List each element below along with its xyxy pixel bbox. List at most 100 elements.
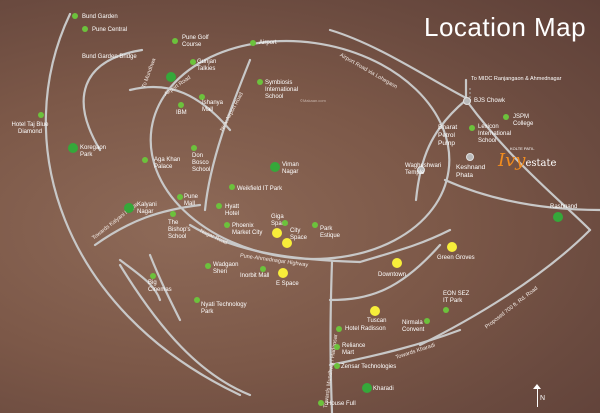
label-hotel-radisson: Hotel Radisson [345,326,386,332]
label-ishanya-mall: Ishanya Mall [202,100,224,113]
marker-jspm [503,114,509,120]
label-wagheshwar: Wagheshwari Temple [405,163,442,176]
label-ibm: IBM [176,110,187,116]
label-house-full: House Full [327,401,356,407]
label-airport: Airport [259,40,277,46]
marker-gunjan-talkies [190,59,196,65]
brand-ivy: Ivy [498,150,526,171]
label-park-estique: Park Estique [320,226,341,239]
marker-lexicon [469,125,475,131]
label-e-space: E Space [276,281,299,287]
marker-bund-garden [72,13,78,19]
marker-aga-khan [142,157,148,163]
marker-pune-central [82,26,88,32]
label-bharat-petrol: Bharat Petrol Pump [438,124,458,147]
marker-keshnand [466,153,474,161]
north-label: N [540,395,546,402]
towards-kharadi-road [328,328,462,367]
label-pune-central: Pune Central [92,27,128,33]
marker-house-full [318,400,324,406]
marker-wagheshwar [417,166,425,174]
label-jspm: JSPM College [513,114,534,127]
proposed-road [418,228,592,347]
label-green-groves: Green Groves [437,255,475,261]
label-inorbit: Inorbit Mall [240,273,270,279]
marker-park-estique [312,222,318,228]
marker-nyati [194,297,200,303]
marker-reliance-mart [334,344,340,350]
airport-road [128,85,232,132]
marker-airport [250,40,256,46]
label-koregaon-park: Koregaon Park [80,145,107,158]
marker-hotel-radisson [336,326,342,332]
marker-inorbit [260,266,266,272]
mundhwa-hadapsar-road [329,260,334,413]
label-downtown: Downtown [378,272,407,278]
label-reliance-mart: Reliance Mart [342,343,366,356]
label-symbiosis: Symbiosis International School [265,80,299,100]
marker-giga-space [272,228,282,238]
label-giga-space: Giga Space [271,214,289,227]
label-aga-khan: Aga Khan Palace [154,157,181,170]
label-rashnand: Rashnand [550,204,578,210]
marker-nirmala [424,318,430,324]
marker-downtown [392,258,402,268]
marker-koregaon-park [68,143,78,153]
label-big-cinemas: Big Cinemas [148,280,172,293]
marker-pune-golf-course [172,38,178,44]
label-viman-nagar: Viman Nagar [282,162,299,175]
marker-tuscan [370,306,380,316]
label-nirmala: Nirmala Convent [402,320,425,333]
brand-small-label: KOLTE PATIL [510,146,535,151]
brand-estate: estate [525,158,557,169]
marker-big-cinemas [150,273,156,279]
marker-wadgaon-sheri [205,263,211,269]
label-hotel-taj: Hotel Taj Blue Diamond [11,122,49,135]
marker-bishops [170,211,176,217]
marker-ishanya-mall [199,94,205,100]
marker-phoenix [224,222,230,228]
label-wadgaon-sheri: Wadgaon Sheri [213,262,239,275]
marker-ibm [178,102,184,108]
airport-road-via-lohegaon [328,28,472,102]
label-zensar: Zensar Technologies [341,364,397,370]
marker-kalyani-nagar [124,203,134,213]
label-phoenix: Phoenix Market City [232,223,263,236]
label-gunjan-talkies: Gunjan Talkies [197,59,217,72]
label-bund-garden-bridge: Bund Garden Bridge [82,54,137,60]
label-city-space: City Space [290,228,308,241]
marker-pune-mall [177,194,183,200]
marker-don-bosco [191,145,197,151]
marker-city-space-project [282,238,292,248]
marker-zensar [334,363,340,369]
marker-e-space [278,268,288,278]
label-bund-garden: Bund Garden [82,14,118,20]
label-tuscan: Tuscan [367,318,387,324]
label-eon: EON SEZ IT Park [443,291,470,304]
label-keshnand: Keshnand Phata [456,164,486,179]
label-lexicon: Lexicon International School [478,124,512,144]
marker-hotel-taj [38,112,44,118]
to-midc-label: To MIDC Ranjangaon & Ahmednagar [471,76,562,82]
marker-symbiosis [257,79,263,85]
marker-rashnand [553,212,563,222]
marker-green-groves [447,242,457,252]
marker-city-space [282,220,288,226]
watermark: ©Makaan.com [300,98,326,103]
marker-eon [443,307,449,313]
marker-bjs-chowk [463,97,471,105]
label-kharadi: Kharadi [373,386,394,392]
outer-arc-road [44,12,242,397]
marker-weikfield [229,184,235,190]
label-weikfield: Weikfield IT Park [237,186,283,192]
label-bjs-chowk: BJS Chowk [474,98,506,104]
label-hyatt: Hyatt Hotel [225,204,240,217]
label-kalyani-nagar: Kalyani Nagar [137,202,157,215]
new-airport-road [203,58,252,212]
marker-hyatt [216,203,222,209]
map-title: Location Map [424,12,587,42]
label-don-bosco: Don Bosco School [192,153,211,173]
marker-kharadi [362,383,372,393]
